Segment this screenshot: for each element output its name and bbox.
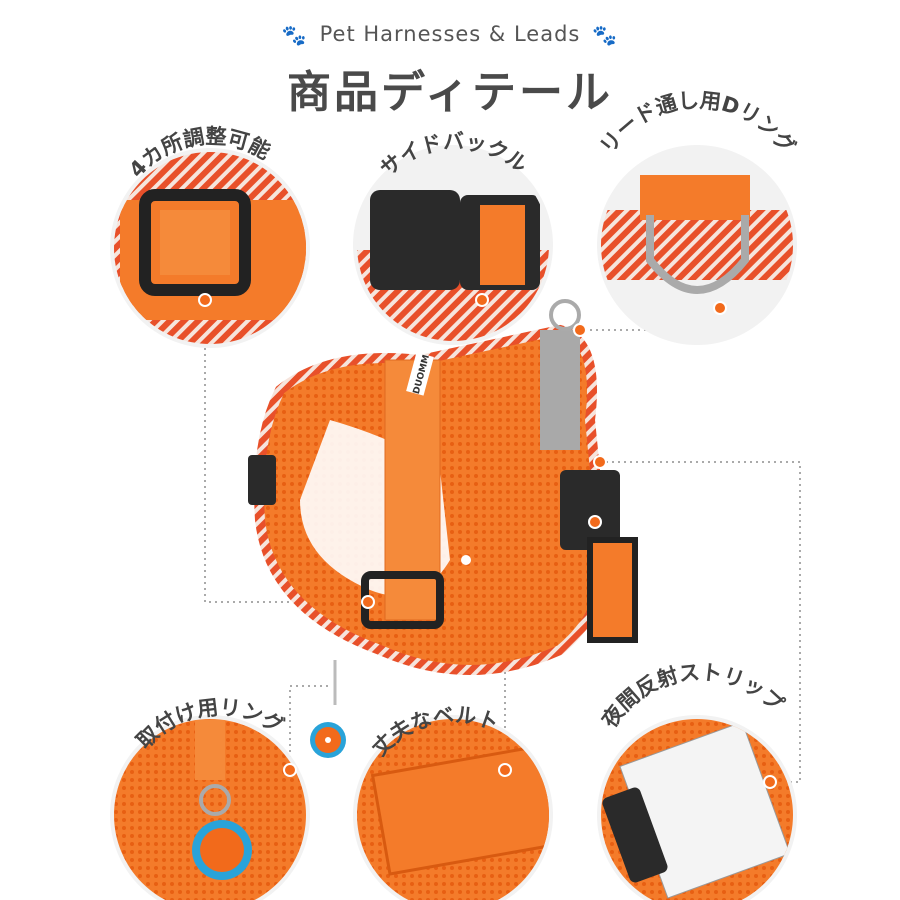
- harness-image: DUOMM: [248, 299, 638, 758]
- subtitle: 🐾 Pet Harnesses & Leads 🐾: [0, 22, 900, 47]
- detail-circle-belt: [353, 715, 553, 900]
- detail-circle-reflect: [597, 715, 797, 900]
- paw-icon: 🐾: [281, 23, 308, 47]
- detail-circle-ring: [110, 715, 310, 900]
- subtitle-text: Pet Harnesses & Leads: [319, 22, 581, 46]
- detail-circle-adjust: [110, 148, 310, 348]
- detail-circle-dring: [597, 145, 797, 345]
- flower-charm: [310, 722, 346, 758]
- marker-dot: [475, 293, 489, 307]
- detail-circle-buckle: [353, 145, 553, 345]
- page-title: 商品ディテール: [287, 67, 613, 118]
- marker-dot: [713, 301, 727, 315]
- marker-dot: [198, 293, 212, 307]
- paw-icon: 🐾: [592, 23, 619, 47]
